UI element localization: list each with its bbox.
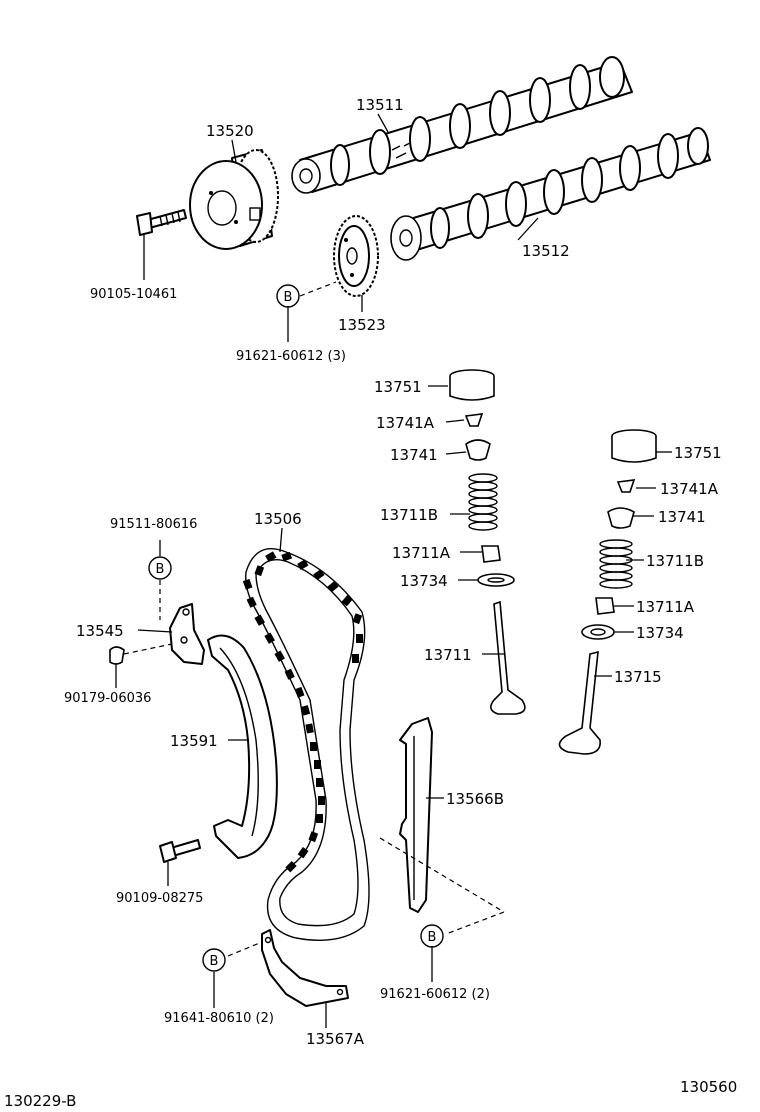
label-13711: 13711 [424, 646, 472, 664]
tensioner-13545 [109, 603, 205, 665]
label-91511-80616: 91511-80616 [110, 517, 197, 532]
chain-guide-13591 [207, 634, 278, 859]
valve-stack-right [558, 429, 657, 755]
label-13511: 13511 [356, 96, 404, 114]
label-91621-60612-2: 91621-60612 (2) [380, 987, 490, 1002]
label-90105-10461: 90105-10461 [90, 287, 177, 302]
label-13741A-right: 13741A [660, 480, 719, 498]
label-13711B-right: 13711B [646, 552, 704, 570]
label-13715: 13715 [614, 668, 662, 686]
label-13734-right: 13734 [636, 624, 684, 642]
label-13512: 13512 [522, 242, 570, 260]
vvt-gear-13520 [189, 149, 279, 250]
callout-b-tensioner: B [148, 556, 172, 580]
label-13741A-left: 13741A [376, 414, 435, 432]
chain-guide-13566B [399, 717, 433, 913]
camshaft-13511 [291, 56, 633, 194]
svg-text:B: B [210, 954, 219, 969]
label-13741-right: 13741 [658, 508, 706, 526]
valve-stack-left [449, 369, 526, 715]
label-13523: 13523 [338, 316, 386, 334]
label-13711A-left: 13711A [392, 544, 451, 562]
camshaft-13512 [390, 127, 711, 261]
label-13751-right: 13751 [674, 444, 722, 462]
label-13751-left: 13751 [374, 378, 422, 396]
label-13734-left: 13734 [400, 572, 448, 590]
svg-text:B: B [156, 562, 165, 577]
callout-b-top: B [276, 284, 300, 308]
chain-guide-13567A [261, 929, 349, 1007]
label-13567A: 13567A [306, 1030, 365, 1048]
timing-chain-13506 [242, 548, 370, 941]
callout-b-bottom-right: B [420, 924, 444, 948]
label-13566B: 13566B [446, 790, 504, 808]
bolt-90109-08275 [159, 839, 201, 863]
label-13591: 13591 [170, 732, 218, 750]
svg-text:B: B [428, 930, 437, 945]
label-91621-60612-3: 91621-60612 (3) [236, 349, 346, 364]
label-13711A-right: 13711A [636, 598, 695, 616]
svg-text:B: B [284, 290, 293, 305]
footer-right-code: 130560 [680, 1078, 737, 1096]
footer-left-code: 130229-B [4, 1092, 76, 1110]
label-90109-08275: 90109-08275 [116, 891, 203, 906]
label-91641-80610-2: 91641-80610 (2) [164, 1011, 274, 1026]
sprocket-13523 [333, 215, 379, 297]
label-13520: 13520 [206, 122, 254, 140]
label-90179-06036: 90179-06036 [64, 691, 151, 706]
label-13545: 13545 [76, 622, 124, 640]
label-13741-left: 13741 [390, 446, 438, 464]
label-13506: 13506 [254, 510, 302, 528]
bolt-90105-10461 [136, 209, 187, 236]
callout-b-bottom-left: B [202, 948, 226, 972]
label-13711B-left: 13711B [380, 506, 438, 524]
